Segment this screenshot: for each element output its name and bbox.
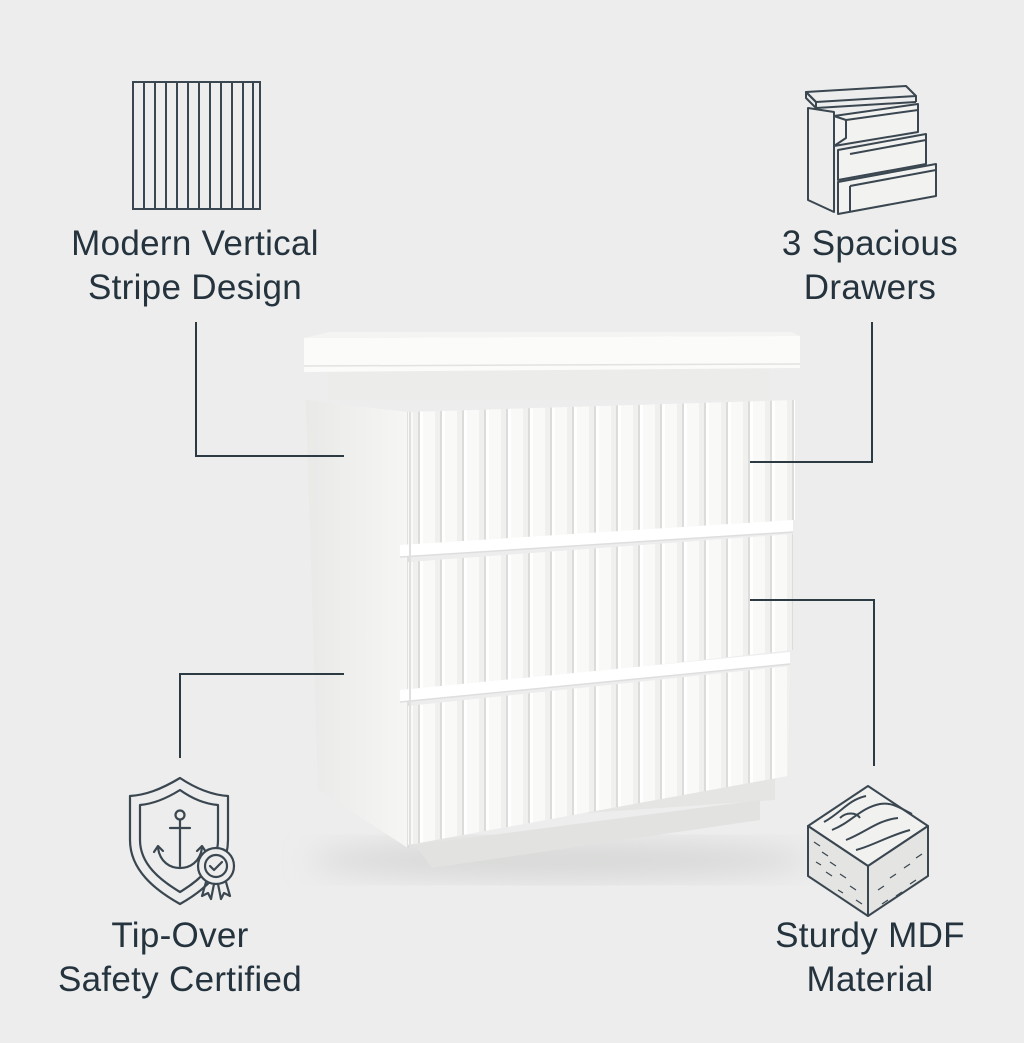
feature-material-line1: Sturdy MDF [775,916,965,955]
callout-lines [179,322,875,766]
feature-drawers-label: 3 Spacious Drawers [740,222,1000,310]
feature-safety-line1: Tip-Over [111,916,249,955]
feature-material-label: Sturdy MDF Material [740,914,1000,1002]
feature-drawers-line2: Drawers [803,268,937,307]
white-dresser-image [303,332,801,868]
open-drawers-icon [805,85,937,215]
feature-stripe-design-line1: Modern Vertical [71,224,319,263]
feature-stripe-design-label: Modern Vertical Stripe Design [40,222,350,310]
feature-safety-line2: Safety Certified [57,960,303,999]
feature-stripe-design-line2: Stripe Design [87,268,302,307]
feature-material-line2: Material [806,960,934,999]
wood-block-icon [807,785,929,917]
anchor-shield-icon [128,776,236,906]
vertical-stripes-icon [132,81,261,210]
feature-safety-label: Tip-Over Safety Certified [20,914,340,1002]
feature-drawers-line1: 3 Spacious [781,224,959,263]
